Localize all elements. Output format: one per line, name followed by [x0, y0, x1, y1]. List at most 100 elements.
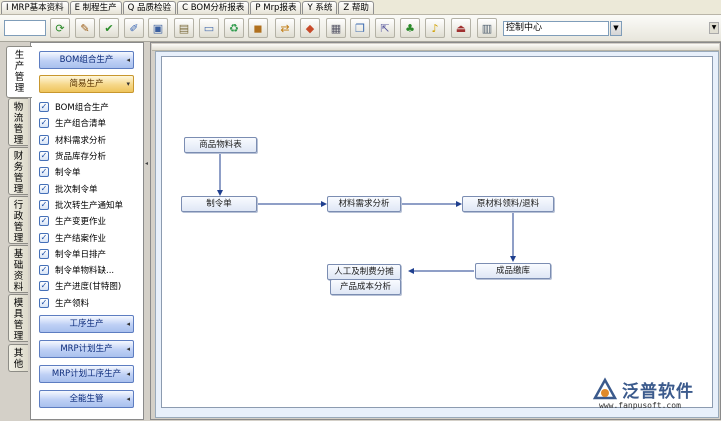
nav-item[interactable]: ✓ 制令单日排产: [39, 246, 139, 262]
node-work-order[interactable]: 制令单: [181, 196, 257, 212]
nav-header-bom-production[interactable]: BOM组合生产 ◂: [39, 51, 134, 69]
node-raw-material-pick[interactable]: 原材料领料/退料: [462, 196, 554, 212]
menu-item[interactable]: I MRP基本资料: [1, 1, 69, 14]
logo-url: www.fanpusoft.com: [599, 401, 681, 410]
node-material-demand[interactable]: 材料需求分析: [327, 196, 401, 212]
nav-header-mrp-process-production[interactable]: MRP计划工序生产 ◂: [39, 365, 134, 383]
nav-item[interactable]: ✓ 制令单: [39, 164, 139, 180]
nav-item[interactable]: ✓制令单物料缺...: [39, 262, 139, 278]
screen-icon[interactable]: ▣: [148, 18, 168, 38]
export-icon[interactable]: ⇱: [375, 18, 395, 38]
book-icon[interactable]: ▤: [174, 18, 194, 38]
check-icon[interactable]: ✔: [99, 18, 119, 38]
module-tab[interactable]: 行政管理: [8, 196, 28, 244]
nav-header-label: MRP计划工序生产: [51, 369, 122, 379]
nav-panel: BOM组合生产 ◂ 简易生产 ▾ ✓BOM组合生产✓生产组合清单✓材料需求分析✓…: [30, 42, 144, 420]
nav-item[interactable]: ✓ 生产变更作业: [39, 213, 139, 229]
nav-header-mrp-plan-production[interactable]: MRP计划生产 ◂: [39, 340, 134, 358]
nav-item-list: ✓BOM组合生产✓生产组合清单✓材料需求分析✓货品库存分析✓制令单✓批次制令单✓…: [39, 99, 139, 311]
nav-item[interactable]: ✓批次制令单: [39, 180, 139, 196]
node-labor-cost-alloc[interactable]: 人工及制费分摊: [327, 264, 401, 280]
check-icon: ✓: [39, 167, 49, 178]
module-tab[interactable]: 财务管理: [8, 147, 28, 195]
edit-icon[interactable]: ✐: [124, 18, 144, 38]
toolbar-input[interactable]: [4, 20, 46, 36]
shape-icon[interactable]: ◆: [300, 18, 320, 38]
chevron-down-icon: ▾: [126, 80, 130, 88]
menu-item[interactable]: P Mrp报表: [250, 1, 302, 14]
nav-item[interactable]: ✓生产进度(甘特图): [39, 278, 139, 294]
brand-logo: 泛普软件 www.fanpusoft.com: [591, 375, 717, 413]
form-icon[interactable]: ▥: [477, 18, 497, 38]
chevron-left-icon: ◂: [126, 345, 130, 353]
nav-item-label: 批次制令单: [55, 184, 98, 195]
frame-caption: [152, 44, 719, 51]
window-icon[interactable]: ▭: [199, 18, 219, 38]
flow-canvas: [161, 56, 713, 408]
nav-item-label: 货品库存分析: [55, 152, 107, 163]
node-bom-table[interactable]: 商品物料表: [184, 137, 257, 153]
nav-header-process-production[interactable]: 工序生产 ◂: [39, 315, 134, 333]
check-icon: ✓: [39, 151, 49, 162]
check-icon: ✓: [39, 216, 49, 227]
module-select[interactable]: 控制中心: [503, 21, 609, 36]
check-icon: ✓: [39, 232, 49, 243]
bell-icon[interactable]: ♪: [425, 18, 445, 38]
collapse-arrow-icon[interactable]: ◂: [145, 160, 149, 167]
nav-item-label: BOM组合生产: [55, 103, 109, 114]
chevron-left-icon: ◂: [126, 320, 130, 328]
node-finished-stock-in[interactable]: 成品缴库: [475, 263, 551, 279]
module-tabs: 生产管理物流管理财务管理行政管理基础资料模具管理其他: [4, 46, 32, 374]
nav-header-simple-production[interactable]: 简易生产 ▾: [39, 75, 134, 93]
nav-header-label: 工序生产: [69, 319, 104, 329]
module-tab[interactable]: 模具管理: [8, 294, 28, 342]
module-tab[interactable]: 生产管理: [6, 46, 32, 98]
panel-splitter[interactable]: ◂: [144, 42, 150, 420]
module-tab[interactable]: 物流管理: [8, 98, 28, 146]
nav-item[interactable]: ✓生产领料: [39, 295, 139, 311]
nav-item-label: 生产进度(甘特图): [55, 282, 122, 293]
check-icon: ✓: [39, 248, 49, 259]
nav-item-label: 生产结案作业: [55, 233, 107, 244]
nav-item[interactable]: ✓ 材料需求分析: [39, 132, 139, 148]
menu-item[interactable]: Q 品质检验: [122, 1, 177, 14]
nav-item[interactable]: ✓BOM组合生产: [39, 99, 139, 115]
menu-item[interactable]: Z 帮助: [338, 1, 374, 14]
box-icon[interactable]: ◼: [248, 18, 268, 38]
nav-item-label: 材料需求分析: [55, 135, 107, 146]
menu-item[interactable]: Y 系统: [302, 1, 338, 14]
nav-header-label: BOM组合生产: [59, 55, 114, 65]
chevron-down-icon[interactable]: ▼: [610, 21, 622, 36]
nav-item[interactable]: ✓批次转生产通知单: [39, 197, 139, 213]
tree-icon[interactable]: ♣: [400, 18, 420, 38]
toolbar-overflow-icon[interactable]: ▼: [709, 22, 719, 34]
wrench-icon[interactable]: ✎: [75, 18, 95, 38]
nav-item-label: 生产组合清单: [55, 119, 107, 130]
menu-item[interactable]: C BOM分析报表: [177, 1, 250, 14]
swap-icon[interactable]: ⇄: [275, 18, 295, 38]
nav-header-all-round-management[interactable]: 全能生管 ◂: [39, 390, 134, 408]
copy-icon[interactable]: ❐: [350, 18, 370, 38]
refresh-icon[interactable]: ⟳: [50, 18, 70, 38]
module-tab[interactable]: 其他: [8, 344, 28, 372]
check-icon: ✓: [39, 199, 49, 210]
check-icon: ✓: [39, 134, 49, 145]
chevron-left-icon: ◂: [126, 56, 130, 64]
nav-item-label: 制令单日排产: [55, 249, 107, 260]
nav-item[interactable]: ✓ 货品库存分析: [39, 148, 139, 164]
nav-item[interactable]: ✓生产组合清单: [39, 115, 139, 131]
toolbar: 控制中心 ▼ ▼ ⟳✎✔✐▣ ▤▭♻◼ ⇄◆ ▦❐⇱♣♪ ⏏ ▥: [0, 15, 721, 42]
cycle-icon[interactable]: ♻: [224, 18, 244, 38]
exit-icon[interactable]: ⏏: [451, 18, 471, 38]
calc-icon[interactable]: ▦: [326, 18, 346, 38]
nav-item[interactable]: ✓ 生产结案作业: [39, 229, 139, 245]
nav-item-label: 制令单物料缺...: [55, 266, 115, 277]
check-icon: ✓: [39, 297, 49, 308]
nav-item-label: 生产变更作业: [55, 217, 107, 228]
menu-item[interactable]: E 制程生产: [69, 1, 122, 14]
module-tab[interactable]: 基础资料: [8, 245, 28, 293]
node-product-cost-analysis[interactable]: 产品成本分析: [330, 279, 401, 295]
nav-item-label: 制令单: [55, 168, 81, 179]
chevron-left-icon: ◂: [126, 370, 130, 378]
